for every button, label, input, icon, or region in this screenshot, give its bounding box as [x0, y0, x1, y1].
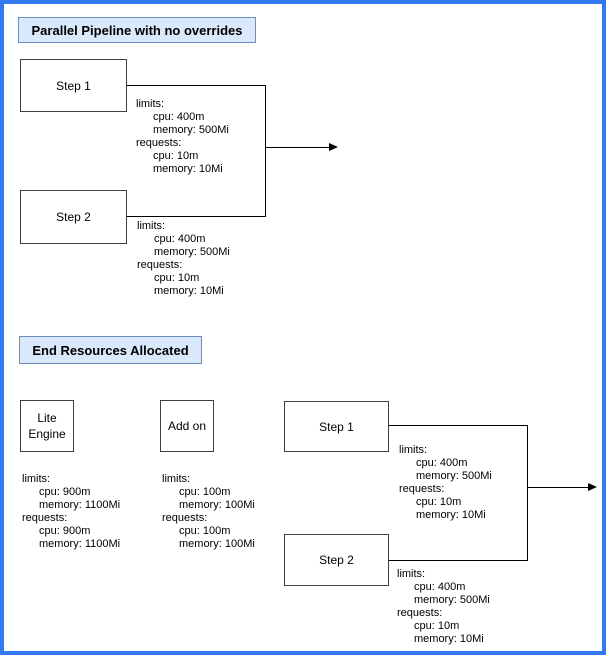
addon-resources: limits: cpu: 100m memory: 100Mi requests…	[162, 473, 255, 551]
limits-label: limits:	[137, 220, 166, 232]
bottom-step1-label: Step 1	[319, 419, 354, 434]
top-merge-line	[265, 85, 266, 217]
limit-cpu: cpu: 400m	[153, 111, 205, 123]
request-memory: memory: 10Mi	[153, 163, 223, 175]
limit-memory: memory: 500Mi	[414, 594, 490, 606]
addon-box: Add on	[160, 400, 214, 452]
top-step2-connector-line	[127, 216, 265, 217]
request-memory: memory: 10Mi	[154, 285, 224, 297]
request-memory: memory: 10Mi	[414, 633, 484, 645]
lite-engine-box: Lite Engine	[20, 400, 74, 452]
requests-label: requests:	[137, 259, 183, 271]
bottom-step2-label: Step 2	[319, 553, 354, 567]
request-cpu: cpu: 10m	[416, 496, 462, 508]
requests-label: requests:	[397, 607, 443, 619]
bottom-section-title: End Resources Allocated	[19, 336, 202, 364]
limit-memory: memory: 1100Mi	[39, 499, 121, 511]
bottom-step2-resources: limits: cpu: 400m memory: 500Mi requests…	[397, 568, 490, 646]
bottom-step1-box: Step 1	[284, 401, 389, 452]
bottom-output-arrow-line	[527, 487, 588, 488]
top-step1-label: Step 1	[56, 78, 91, 93]
top-step1-resources: limits: cpu: 400m memory: 500Mi requests…	[136, 98, 229, 176]
limit-cpu: cpu: 900m	[39, 486, 91, 498]
requests-label: requests:	[399, 483, 445, 495]
limits-label: limits:	[136, 98, 165, 110]
limit-memory: memory: 500Mi	[153, 124, 229, 136]
top-output-arrowhead-icon	[329, 143, 338, 151]
limits-label: limits:	[22, 473, 51, 485]
bottom-step1-resources: limits: cpu: 400m memory: 500Mi requests…	[399, 444, 492, 522]
limits-label: limits:	[397, 568, 426, 580]
request-cpu: cpu: 900m	[39, 525, 91, 537]
addon-label: Add on	[167, 419, 207, 433]
lite-engine-resources: limits: cpu: 900m memory: 1100Mi request…	[22, 473, 120, 551]
request-cpu: cpu: 10m	[153, 150, 199, 162]
limit-memory: memory: 500Mi	[416, 470, 492, 482]
request-memory: memory: 100Mi	[179, 538, 255, 550]
limit-cpu: cpu: 400m	[416, 457, 468, 469]
request-cpu: cpu: 10m	[414, 620, 460, 632]
limit-memory: memory: 500Mi	[154, 246, 230, 258]
top-step2-resources: limits: cpu: 400m memory: 500Mi requests…	[137, 220, 230, 298]
bottom-step2-connector-line	[389, 560, 527, 561]
top-output-arrow-line	[265, 147, 329, 148]
limit-cpu: cpu: 400m	[414, 581, 466, 593]
top-step2-label: Step 2	[56, 210, 91, 224]
bottom-step2-box: Step 2	[284, 534, 389, 586]
top-step1-box: Step 1	[20, 59, 127, 112]
top-section-title: Parallel Pipeline with no overrides	[18, 17, 256, 43]
lite-engine-label: Lite Engine	[28, 411, 66, 441]
limit-memory: memory: 100Mi	[179, 499, 255, 511]
request-memory: memory: 1100Mi	[39, 538, 121, 550]
request-cpu: cpu: 100m	[179, 525, 231, 537]
requests-label: requests:	[136, 137, 182, 149]
bottom-step1-connector-line	[389, 425, 527, 426]
limits-label: limits:	[162, 473, 191, 485]
request-memory: memory: 10Mi	[416, 509, 486, 521]
request-cpu: cpu: 10m	[154, 272, 200, 284]
top-step1-connector-line	[127, 85, 265, 86]
limit-cpu: cpu: 400m	[154, 233, 206, 245]
requests-label: requests:	[22, 512, 68, 524]
top-step2-box: Step 2	[20, 190, 127, 244]
bottom-output-arrowhead-icon	[588, 483, 597, 491]
limit-cpu: cpu: 100m	[179, 486, 231, 498]
bottom-merge-line	[527, 425, 528, 561]
requests-label: requests:	[162, 512, 208, 524]
limits-label: limits:	[399, 444, 428, 456]
